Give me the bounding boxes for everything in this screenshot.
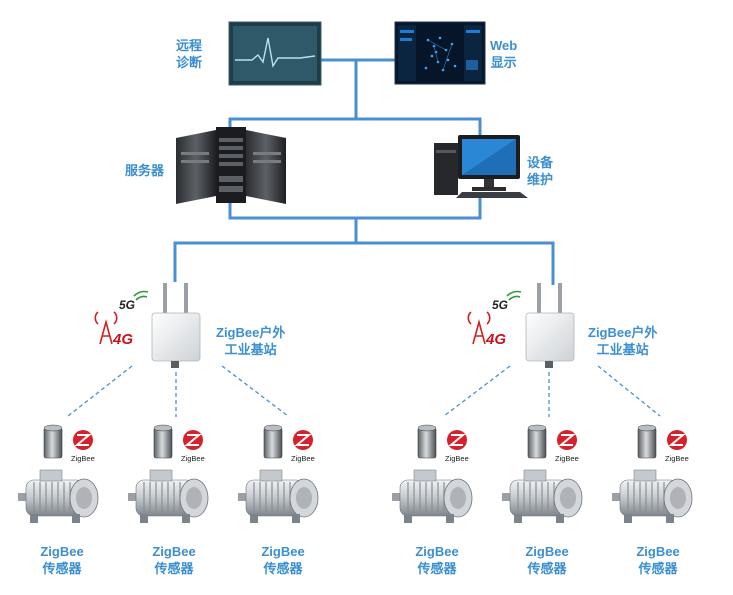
- remote-label-line2: 诊断: [176, 55, 203, 70]
- wireless-link-6: [597, 365, 661, 417]
- sensor-2-line1: ZigBee: [152, 544, 196, 559]
- zigbee-logo-text: ZigBee: [291, 454, 315, 463]
- vibration-sensor-icon: [417, 424, 437, 459]
- sensor-5-line2: 传感器: [527, 561, 567, 576]
- sensor-4-line2: 传感器: [417, 561, 457, 576]
- electric-motor-icon: [17, 469, 99, 524]
- zigbee-logo-icon: ZigBee: [445, 430, 469, 463]
- sensor-6-line1: ZigBee: [636, 544, 680, 559]
- zigbee-logo-text: ZigBee: [665, 454, 689, 463]
- vibration-sensor-icon: [43, 424, 63, 459]
- cell-tower-right-icon: [467, 311, 491, 345]
- signal-arc-left-icon: [133, 290, 149, 301]
- zigbee-logo-text: ZigBee: [71, 454, 95, 463]
- sensor-3-line1: ZigBee: [261, 544, 305, 559]
- zigbee-logo-icon: ZigBee: [71, 430, 95, 463]
- sensor-1-line2: 传感器: [42, 561, 82, 576]
- vibration-sensor-icon: [263, 424, 283, 459]
- server-towers-icon: [176, 127, 286, 204]
- base-station-left-line1: ZigBee户外: [216, 325, 286, 340]
- base-station-right-line1: ZigBee户外: [588, 325, 658, 340]
- base-station-left-line2: 工业基站: [224, 342, 277, 357]
- zigbee-logo-icon: ZigBee: [291, 430, 315, 463]
- sensor-unit: ZigBee: [611, 424, 693, 524]
- sensor-3-line2: 传感器: [263, 561, 303, 576]
- wireless-link-1: [67, 365, 133, 417]
- base-station-right-icon: [525, 283, 575, 368]
- web-dashboard-icon: [394, 21, 486, 85]
- sensor-2-line2: 传感器: [154, 561, 194, 576]
- sensor-unit: ZigBee: [237, 424, 319, 524]
- sensor-6-line2: 传感器: [638, 561, 678, 576]
- sensor-label-3: ZigBee 传感器: [243, 543, 323, 577]
- zigbee-logo-text: ZigBee: [445, 454, 469, 463]
- web-label-line2: 显示: [490, 55, 517, 70]
- workstation-icon: [434, 135, 528, 198]
- link-station-bus: [173, 241, 555, 285]
- base-station-left-label: ZigBee户外 工业基站: [216, 324, 285, 358]
- sensor-unit: ZigBee: [17, 424, 99, 524]
- maintenance-label: 设备 维护: [527, 154, 553, 188]
- sensor-units: ZigBee ZigBee ZigBee ZigBee ZigBee ZigBee: [17, 424, 693, 524]
- vibration-sensor-icon: [637, 424, 657, 459]
- badge-4g-right: 4G: [485, 331, 506, 348]
- wireless-link-4: [443, 365, 511, 417]
- electric-motor-icon: [127, 469, 209, 524]
- zigbee-logo-icon: ZigBee: [665, 430, 689, 463]
- electric-motor-icon: [391, 469, 473, 524]
- sensor-unit: ZigBee: [501, 424, 583, 524]
- maintenance-label-line2: 维护: [527, 172, 554, 187]
- sensor-label-5: ZigBee 传感器: [507, 543, 587, 577]
- base-station-right-line2: 工业基站: [596, 342, 649, 357]
- badge-5g-left: 5G: [119, 298, 135, 312]
- sensor-label-1: ZigBee 传感器: [22, 543, 102, 577]
- wireless-links: [67, 365, 661, 417]
- zigbee-logo-icon: ZigBee: [181, 430, 205, 463]
- signal-arc-right-icon: [506, 290, 522, 301]
- maintenance-label-line1: 设备: [527, 155, 554, 170]
- zigbee-logo-icon: ZigBee: [555, 430, 579, 463]
- electric-motor-icon: [237, 469, 319, 524]
- zigbee-logo-text: ZigBee: [181, 454, 205, 463]
- sensor-4-line1: ZigBee: [415, 544, 459, 559]
- cell-tower-left-icon: [94, 311, 118, 345]
- electric-motor-icon: [501, 469, 583, 524]
- sensor-unit: ZigBee: [391, 424, 473, 524]
- badge-5g-right: 5G: [492, 298, 508, 312]
- server-label-text: 服务器: [125, 163, 165, 178]
- base-station-right-label: ZigBee户外 工业基站: [588, 324, 657, 358]
- server-label: 服务器: [125, 162, 164, 179]
- web-display-label: Web 显示: [490, 37, 517, 71]
- wireless-link-3: [221, 365, 289, 417]
- sensor-label-4: ZigBee 传感器: [397, 543, 477, 577]
- sensor-label-2: ZigBee 传感器: [134, 543, 214, 577]
- sensor-1-line1: ZigBee: [40, 544, 84, 559]
- zigbee-logo-text: ZigBee: [555, 454, 579, 463]
- link-mid-bus: [228, 198, 482, 220]
- sensor-unit: ZigBee: [127, 424, 209, 524]
- remote-label-line1: 远程: [176, 38, 203, 53]
- sensor-5-line1: ZigBee: [525, 544, 569, 559]
- web-label-line1: Web: [490, 38, 518, 53]
- vibration-sensor-icon: [527, 424, 547, 459]
- badge-4g-left: 4G: [112, 331, 133, 348]
- vibration-sensor-icon: [153, 424, 173, 459]
- remote-diagnosis-label: 远程 诊断: [176, 37, 202, 71]
- sensor-label-6: ZigBee 传感器: [618, 543, 698, 577]
- electric-motor-icon: [611, 469, 693, 524]
- base-station-left-icon: [151, 283, 201, 368]
- remote-diagnosis-monitor-icon: [228, 21, 322, 86]
